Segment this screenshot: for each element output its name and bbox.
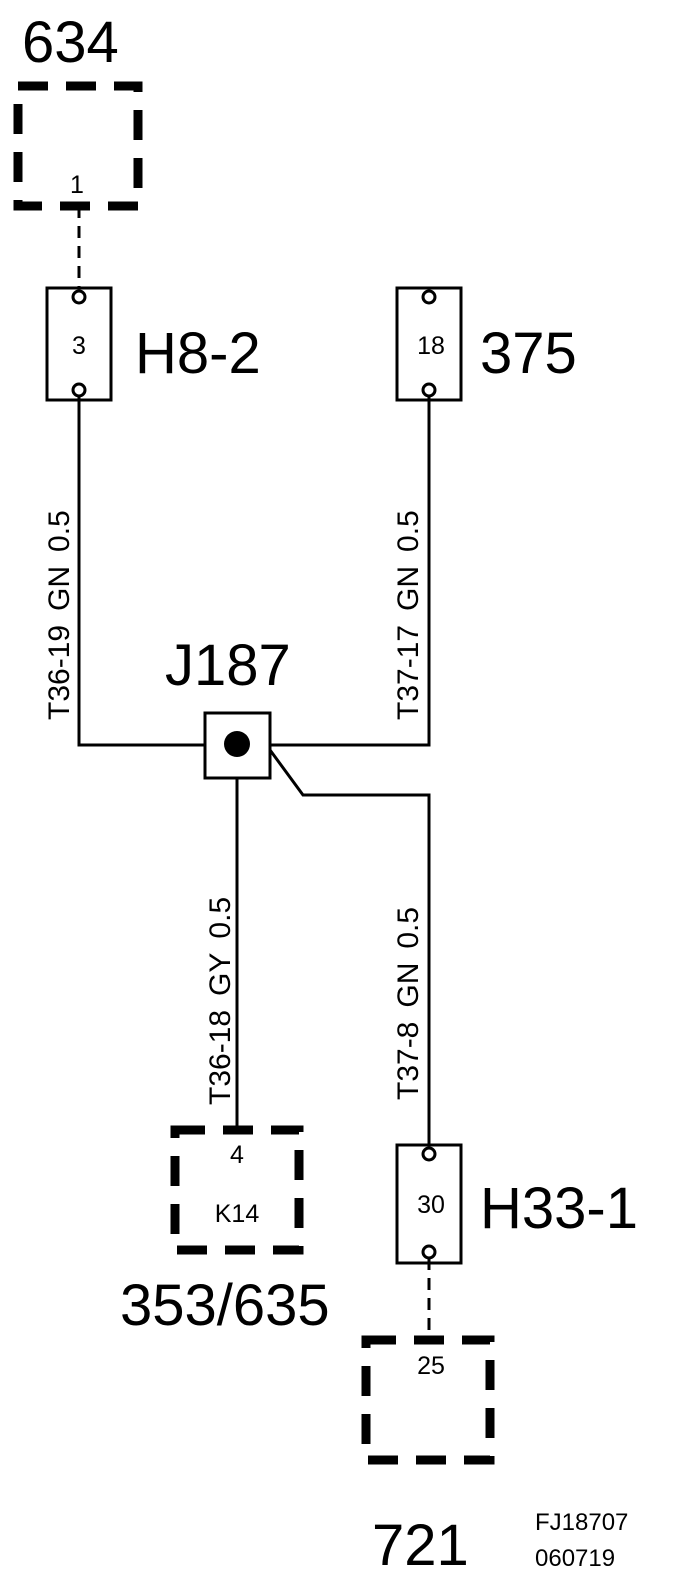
wire-t37-17 bbox=[270, 396, 431, 747]
wire-t36-19-label: T36-19GN0.5 bbox=[43, 510, 76, 720]
connector-h8-2: 3 H8-2 bbox=[45, 286, 261, 402]
wire-t36-19 bbox=[77, 396, 205, 747]
splice-dot-icon bbox=[224, 731, 250, 757]
terminal-top-icon bbox=[421, 289, 437, 305]
connector-634-label: 634 bbox=[22, 10, 119, 75]
connector-375: 18 375 bbox=[395, 286, 577, 402]
terminal-bottom-icon bbox=[421, 382, 437, 398]
connector-721-label: 721 bbox=[372, 1513, 469, 1578]
connector-721-outline bbox=[361, 1335, 495, 1465]
connector-375-pin: 18 bbox=[417, 332, 445, 360]
connector-634-pin: 1 bbox=[70, 171, 84, 199]
figure-date: 060719 bbox=[535, 1545, 615, 1572]
splice-j187-label: J187 bbox=[165, 633, 291, 698]
terminal-bottom-icon bbox=[71, 382, 87, 398]
wire-t37-8-label: T37-8GN0.5 bbox=[392, 907, 425, 1100]
connector-375-label: 375 bbox=[480, 321, 577, 386]
figure-code: FJ18707 bbox=[535, 1509, 628, 1536]
connector-k14-label: 353/635 bbox=[120, 1273, 330, 1338]
connector-k14-name: K14 bbox=[215, 1200, 260, 1228]
terminal-top-icon bbox=[71, 289, 87, 305]
wire-t36-18-label: T36-18GY0.5 bbox=[204, 897, 237, 1105]
wire-t37-8 bbox=[268, 749, 431, 1152]
connector-h33-1-pin: 30 bbox=[417, 1191, 445, 1219]
connector-k14-outline bbox=[170, 1125, 304, 1255]
connector-h8-2-label: H8-2 bbox=[135, 321, 261, 386]
connector-634: 634 1 bbox=[13, 10, 143, 211]
connector-h33-1-label: H33-1 bbox=[480, 1176, 638, 1241]
connector-k14-pin: 4 bbox=[230, 1141, 244, 1169]
connector-h33-1: 30 H33-1 bbox=[395, 1143, 638, 1265]
terminal-top-icon bbox=[421, 1146, 437, 1162]
terminal-bottom-icon bbox=[421, 1244, 437, 1260]
connector-h8-2-pin: 3 bbox=[72, 332, 86, 360]
connector-721: 25 721 bbox=[361, 1335, 495, 1578]
connector-k14: 4 K14 353/635 bbox=[120, 1125, 330, 1338]
splice-j187: J187 bbox=[165, 633, 291, 780]
connector-721-pin: 25 bbox=[417, 1352, 445, 1380]
wire-t37-17-label: T37-17GN0.5 bbox=[392, 510, 425, 720]
